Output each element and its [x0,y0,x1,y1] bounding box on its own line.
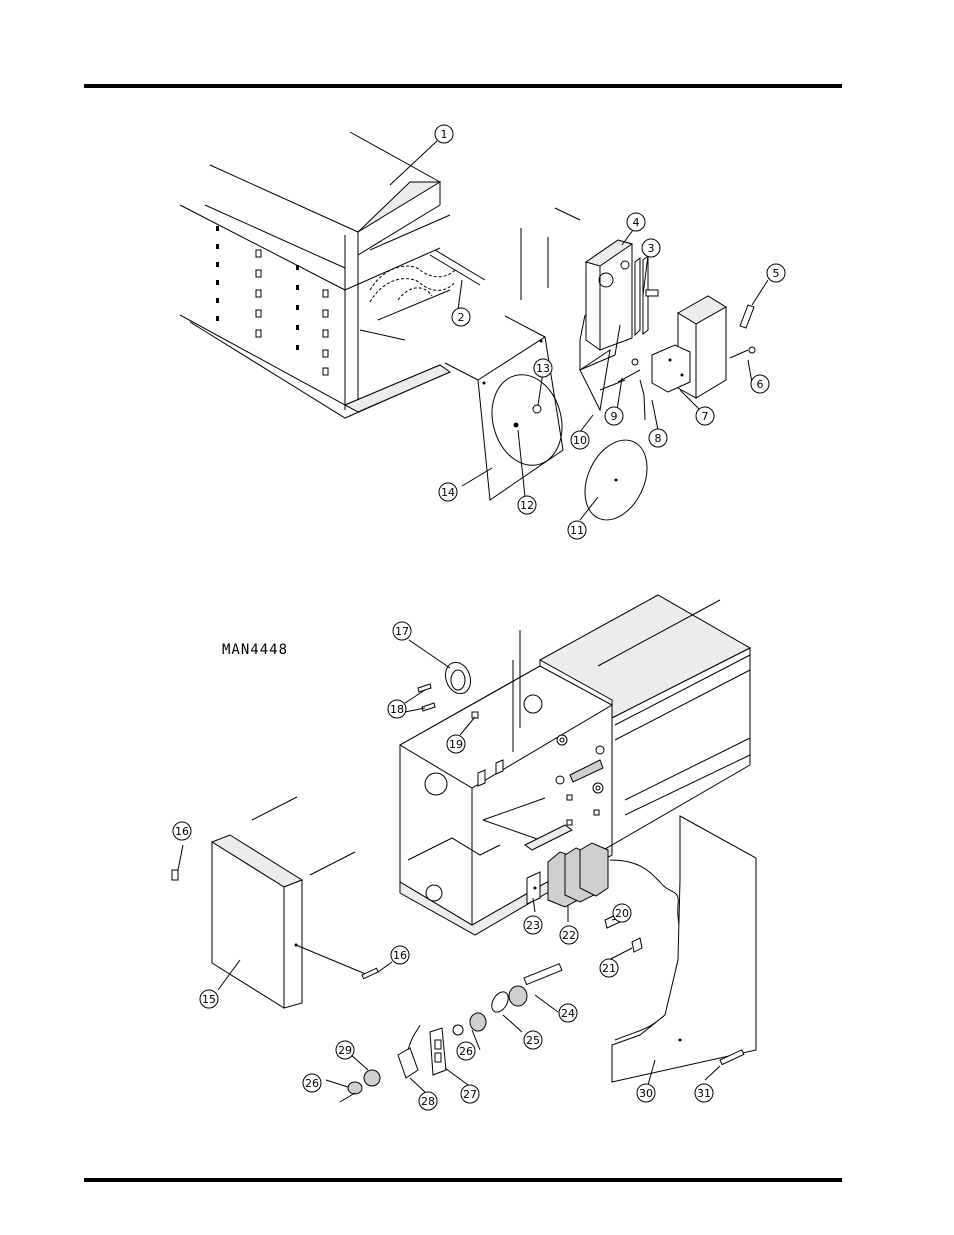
callout-number: 4 [633,216,640,229]
callout-number: 24 [561,1007,575,1020]
capacitor [730,305,755,358]
callout-number: 6 [757,378,764,391]
callout-26: 26 [303,1074,321,1092]
callout-24: 24 [559,1004,577,1022]
control-box-cover [212,797,368,1008]
callout-9: 9 [605,407,623,425]
callout-19: 19 [447,735,465,753]
callout-4: 4 [627,213,645,231]
callout-number: 21 [602,962,616,975]
callout-15: 15 [200,990,218,1008]
callout-13: 13 [534,359,552,377]
callout-18: 18 [388,700,406,718]
callout-1: 1 [435,125,453,143]
flange [418,659,475,711]
callout-22: 22 [560,926,578,944]
callout-number: 30 [639,1087,653,1100]
lower-assembly: MAN4448 [172,595,756,1102]
callout-31: 31 [695,1084,713,1102]
callout-8: 8 [649,429,667,447]
callout-20: 20 [613,904,631,922]
callout-30: 30 [637,1084,655,1102]
callout-2: 2 [452,308,470,326]
callout-number: 31 [697,1087,711,1100]
callout-number: 5 [773,267,780,280]
callout-number: 19 [449,738,463,751]
callout-7: 7 [696,407,714,425]
callout-number: 26 [305,1077,319,1090]
callout-number: 20 [615,907,629,920]
callout-3: 3 [642,239,660,257]
callout-number: 25 [526,1034,540,1047]
callout-16: 16 [391,946,409,964]
heater-housing [180,132,450,418]
upper-assembly [180,132,768,530]
callout-number: 14 [441,486,455,499]
callout-number: 12 [520,499,534,512]
callout-16: 16 [173,822,191,840]
callout-number: 8 [655,432,662,445]
callout-21: 21 [600,959,618,977]
callout-number: 27 [463,1088,477,1101]
callout-27: 27 [461,1085,479,1103]
callout-28: 28 [419,1092,437,1110]
callout-number: 2 [458,311,465,324]
callout-number: 18 [390,703,404,716]
drawing-id: MAN4448 [222,642,288,658]
callout-number: 10 [573,434,587,447]
callout-number: 29 [338,1044,352,1057]
callout-number: 26 [459,1045,473,1058]
vent-slots [216,226,328,375]
heating-coil [370,250,485,302]
callout-12: 12 [518,496,536,514]
callout-number: 22 [562,929,576,942]
callout-26: 26 [457,1042,475,1060]
motor-panel [445,316,572,500]
callout-number: 16 [175,825,189,838]
callout-number: 3 [648,242,655,255]
callout-number: 23 [526,919,540,932]
callout-number: 9 [611,410,618,423]
callout-number: 28 [421,1095,435,1108]
callout-5: 5 [767,264,785,282]
callout-17: 17 [393,622,411,640]
callout-number: 7 [702,410,709,423]
callout-25: 25 [524,1031,542,1049]
callout-29: 29 [336,1041,354,1059]
callout-10: 10 [571,431,589,449]
callout-number: 16 [393,949,407,962]
callout-23: 23 [524,916,542,934]
callout-14: 14 [439,483,457,501]
callout-number: 13 [536,362,550,375]
callout-number: 17 [395,625,409,638]
callout-number: 15 [202,993,216,1006]
callout-11: 11 [568,521,586,539]
callout-6: 6 [751,375,769,393]
callout-number: 11 [570,524,584,537]
callout-number: 1 [441,128,448,141]
